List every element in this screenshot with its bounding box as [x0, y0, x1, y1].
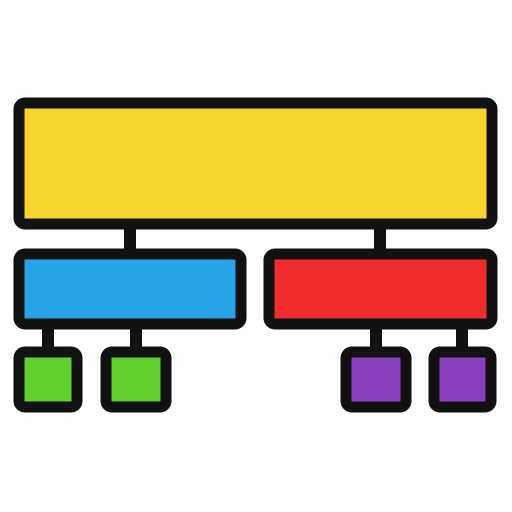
root-box: [13, 97, 498, 230]
leaf-box-1: [13, 346, 83, 413]
left-branch-box: [13, 248, 247, 330]
leaf-box-3: [340, 346, 412, 413]
right-branch-box: [263, 248, 498, 330]
leaf-box-4: [428, 346, 497, 413]
leaf-box-2: [100, 346, 172, 413]
